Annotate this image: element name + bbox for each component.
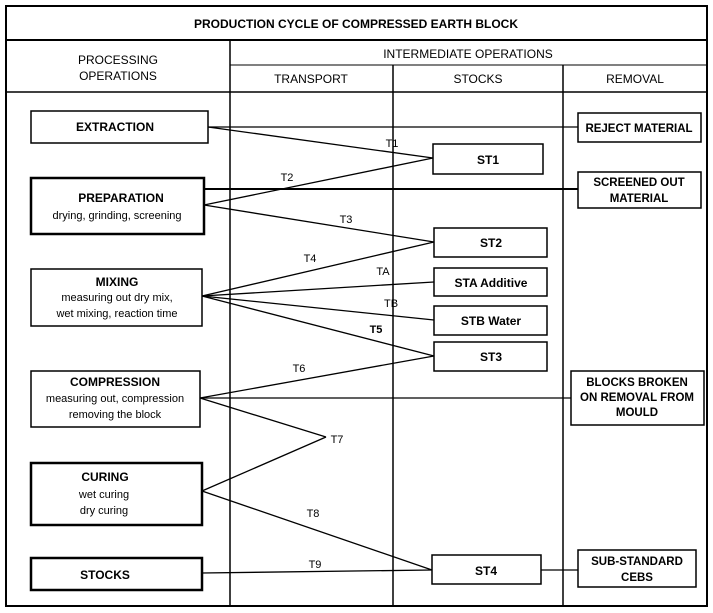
t7-line-lower <box>201 436 327 492</box>
removal-label: ON REMOVAL FROM <box>580 392 694 404</box>
stock-box <box>433 305 548 336</box>
process-mixing: MIXING measuring out dry mix, wet mixing… <box>30 268 203 327</box>
transport-header: TRANSPORT <box>274 72 348 86</box>
t7-line-upper <box>199 397 327 438</box>
process-box <box>30 110 209 144</box>
process-detail: measuring out dry mix, <box>61 292 172 304</box>
stock-box <box>433 227 548 258</box>
removal-label: SCREENED OUT <box>593 177 684 189</box>
process-curing: CURING wet curing dry curing <box>29 461 204 527</box>
t5-line <box>201 295 435 357</box>
transport-label-t2: T2 <box>281 172 294 184</box>
t4-line <box>201 241 435 297</box>
transport-label-t8: T8 <box>307 508 320 520</box>
stock-sta-additive: STA Additive <box>433 267 548 297</box>
intermediate-header: INTERMEDIATE OPERATIONS <box>383 47 553 61</box>
stock-label: STB Water <box>461 314 522 328</box>
removal-box <box>577 171 702 209</box>
process-detail: removing the block <box>69 409 162 421</box>
removal-label: REJECT MATERIAL <box>585 123 692 135</box>
tb-line <box>201 295 435 321</box>
transport-label-t1: T1 <box>386 138 399 150</box>
transport-label-t7: T7 <box>331 434 344 446</box>
ta-line <box>201 281 435 297</box>
process-detail: wet curing <box>78 489 129 501</box>
process-detail: wet mixing, reaction time <box>55 308 177 320</box>
process-box <box>29 461 204 527</box>
stock-label: ST3 <box>480 350 502 364</box>
stock-st3: ST3 <box>433 341 548 372</box>
transport-label-t6: T6 <box>293 363 306 375</box>
stock-box <box>433 341 548 372</box>
process-detail: dry curing <box>80 505 128 517</box>
stock-label: ST2 <box>480 236 502 250</box>
stocks-header: STOCKS <box>453 72 502 86</box>
removal-label: BLOCKS BROKEN <box>586 377 688 389</box>
removal-box <box>577 549 697 588</box>
stock-label: ST1 <box>477 153 499 167</box>
t1-line <box>207 126 434 159</box>
removal-blocks-broken: BLOCKS BROKEN ON REMOVAL FROM MOULD <box>570 370 705 426</box>
stock-st1: ST1 <box>432 143 544 175</box>
t9-line <box>201 569 433 574</box>
connectors <box>199 126 578 574</box>
t8-line <box>201 490 433 571</box>
transport-label-t9: T9 <box>309 559 322 571</box>
process-detail: measuring out, compression <box>46 393 184 405</box>
stock-box <box>431 554 542 585</box>
process-title: CURING <box>81 470 128 484</box>
removal-label: SUB-STANDARD <box>591 556 683 568</box>
t6-line <box>199 355 435 399</box>
transport-label-ta: TA <box>376 266 390 278</box>
process-extraction: EXTRACTION <box>30 110 209 144</box>
transport-label-t5: T5 <box>370 324 383 336</box>
process-stocks: STOCKS <box>29 556 204 592</box>
stock-st4: ST4 <box>431 554 542 585</box>
process-box <box>29 556 204 592</box>
t2-line <box>203 157 434 206</box>
stock-label: ST4 <box>475 564 497 578</box>
stock-st2: ST2 <box>433 227 548 258</box>
process-preparation: PREPARATION drying, grinding, screening <box>29 176 206 236</box>
removal-sub-standard-cebs: SUB-STANDARD CEBS <box>577 549 697 588</box>
removal-label: MOULD <box>616 407 658 419</box>
removal-label: MATERIAL <box>610 193 669 205</box>
process-title: PREPARATION <box>78 191 164 205</box>
process-box <box>30 370 201 428</box>
process-detail: drying, grinding, screening <box>52 210 181 222</box>
process-title: STOCKS <box>80 568 130 582</box>
processing-header-line1: PROCESSING <box>78 53 158 67</box>
outer-frame <box>5 5 708 607</box>
t3-line <box>203 204 435 243</box>
processing-header-line2: OPERATIONS <box>79 69 157 83</box>
removal-reject-material: REJECT MATERIAL <box>577 112 702 143</box>
stock-box <box>432 143 544 175</box>
removal-box <box>577 112 702 143</box>
transport-label-t3: T3 <box>340 214 353 226</box>
transport-label-tb: TB <box>384 298 398 310</box>
removal-box <box>570 370 705 426</box>
stock-label: STA Additive <box>455 276 528 290</box>
process-compression: COMPRESSION measuring out, compression r… <box>30 370 201 428</box>
process-title: EXTRACTION <box>76 120 154 134</box>
removal-label: CEBS <box>621 572 653 584</box>
process-title: COMPRESSION <box>70 375 160 389</box>
stock-stb-water: STB Water <box>433 305 548 336</box>
removal-screened-out-material: SCREENED OUT MATERIAL <box>577 171 702 209</box>
process-box <box>29 176 206 236</box>
stock-box <box>433 267 548 297</box>
process-title: MIXING <box>96 275 139 289</box>
transport-label-t4: T4 <box>304 253 317 265</box>
removal-header: REMOVAL <box>606 72 664 86</box>
process-box <box>30 268 203 327</box>
diagram-title: PRODUCTION CYCLE OF COMPRESSED EARTH BLO… <box>194 17 518 31</box>
